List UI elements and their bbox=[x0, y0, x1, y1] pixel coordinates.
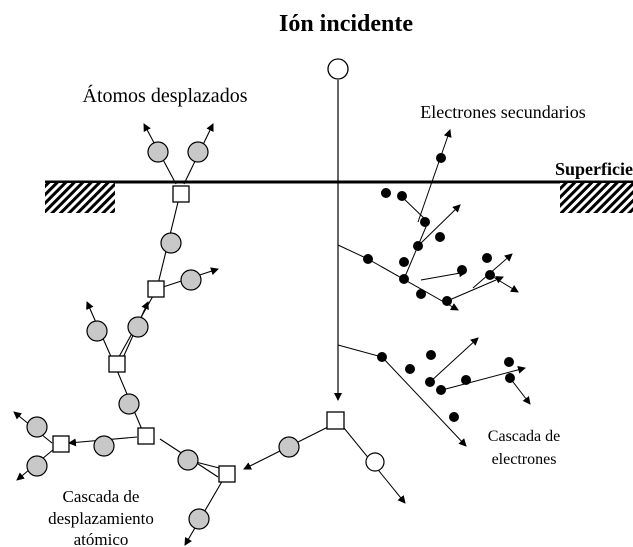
electron bbox=[397, 191, 407, 201]
displaced-atom bbox=[127, 316, 149, 338]
electron bbox=[416, 289, 426, 299]
electron bbox=[436, 385, 446, 395]
vacancy-square bbox=[218, 465, 236, 483]
secondary-electrons-label: Electrones secundarios bbox=[420, 102, 585, 122]
displaced-atom bbox=[118, 393, 140, 415]
atomic-cascade-label-line2: desplazamiento bbox=[48, 509, 154, 528]
vacancies bbox=[52, 185, 345, 483]
electron bbox=[425, 377, 435, 387]
displaced-atom bbox=[160, 232, 182, 254]
electron bbox=[449, 412, 459, 422]
displaced-atom bbox=[180, 269, 202, 291]
vacancy-square bbox=[326, 411, 345, 430]
scattered-ion bbox=[365, 452, 385, 472]
electron bbox=[399, 274, 409, 284]
atomic-cascade-label-line1: Cascada de bbox=[63, 487, 140, 506]
vacancy-square bbox=[108, 355, 126, 373]
electron bbox=[377, 352, 387, 362]
electron bbox=[426, 350, 436, 360]
electron-cascade-label-line2: electrones bbox=[492, 451, 557, 468]
surface-hatch-right bbox=[560, 183, 633, 213]
electron bbox=[461, 375, 471, 385]
atomic-cascade-label-line3: atómico bbox=[74, 530, 129, 547]
electron bbox=[505, 373, 515, 383]
electron bbox=[405, 364, 415, 374]
electrons bbox=[363, 153, 515, 422]
displaced-atom bbox=[188, 508, 210, 530]
displaced-atoms bbox=[26, 141, 300, 530]
displaced-atom bbox=[177, 449, 199, 471]
displaced-atom bbox=[187, 141, 209, 163]
displaced-atom bbox=[278, 436, 300, 458]
electron-cascade-tracks bbox=[367, 129, 531, 447]
displaced-atom bbox=[147, 141, 169, 163]
electron bbox=[442, 296, 452, 306]
surface-hatch-left bbox=[45, 183, 115, 213]
displaced-atom bbox=[26, 416, 48, 438]
displaced-atom bbox=[86, 320, 108, 342]
displaced-atoms-label: Átomos desplazados bbox=[83, 84, 248, 107]
vacancy-square bbox=[52, 435, 70, 453]
electron bbox=[457, 265, 467, 275]
vacancy-square bbox=[172, 185, 190, 203]
vacancy-square bbox=[147, 280, 165, 298]
electron-emission-line-upper bbox=[337, 244, 369, 260]
electron-emission-line-lower bbox=[337, 344, 383, 358]
surface-label: Superficie bbox=[555, 159, 633, 179]
electron bbox=[482, 253, 492, 263]
electron bbox=[363, 254, 373, 264]
electron bbox=[504, 357, 514, 367]
electron bbox=[436, 153, 446, 163]
displaced-atom bbox=[93, 435, 115, 457]
electron bbox=[413, 241, 423, 251]
vacancy-square bbox=[137, 427, 155, 445]
displaced-atom bbox=[26, 455, 48, 477]
electron bbox=[485, 270, 495, 280]
electron bbox=[420, 217, 430, 227]
incident-ion-label: Ión incidente bbox=[279, 11, 413, 37]
electron-cascade-label-line1: Cascada de bbox=[488, 428, 560, 445]
electron bbox=[381, 188, 391, 198]
electron bbox=[435, 232, 445, 242]
incident-ion bbox=[327, 58, 349, 80]
electron bbox=[399, 257, 409, 267]
